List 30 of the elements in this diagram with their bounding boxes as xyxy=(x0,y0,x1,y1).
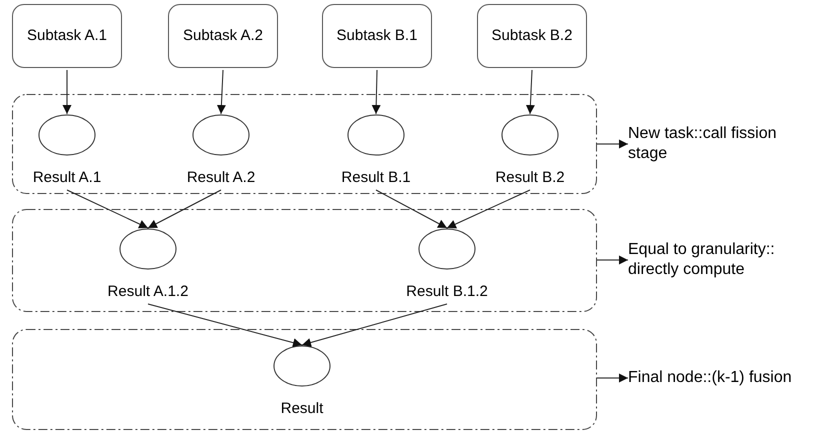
annotation-text: Equal to granularity:: directly compute xyxy=(628,240,813,280)
annotation-text: New task::call fission stage xyxy=(628,124,813,164)
arrow xyxy=(216,70,226,114)
process-box: Subtask A.2 xyxy=(168,4,278,68)
dash-dot-group-box xyxy=(12,94,597,194)
arrow xyxy=(596,140,628,148)
arrow xyxy=(596,256,628,264)
result-label: Result A.2 xyxy=(186,168,256,188)
dash-dot-group-box xyxy=(12,329,597,430)
process-box: Subtask B.1 xyxy=(322,4,432,68)
dash-dot-group-box xyxy=(12,209,597,312)
arrow xyxy=(62,70,72,114)
arrow xyxy=(372,70,381,114)
result-label: Result B.1.2 xyxy=(406,282,488,302)
arrow xyxy=(148,190,222,228)
arrow xyxy=(302,304,448,347)
arrow xyxy=(376,190,448,228)
arrow xyxy=(148,304,302,348)
arrow xyxy=(446,190,530,228)
result-label: Result B.1 xyxy=(341,168,411,188)
arrow xyxy=(66,190,148,228)
process-box: Subtask A.1 xyxy=(12,4,122,68)
result-label: Result A.1.2 xyxy=(108,282,188,302)
process-box: Subtask B.2 xyxy=(477,4,587,68)
result-label: Result B.2 xyxy=(495,168,565,188)
arrow xyxy=(526,70,535,114)
result-label: Result A.1 xyxy=(32,168,102,188)
result-label: Result xyxy=(280,399,324,419)
annotation-text: Final node::(k-1) fusion xyxy=(628,368,833,388)
arrow xyxy=(596,374,628,382)
